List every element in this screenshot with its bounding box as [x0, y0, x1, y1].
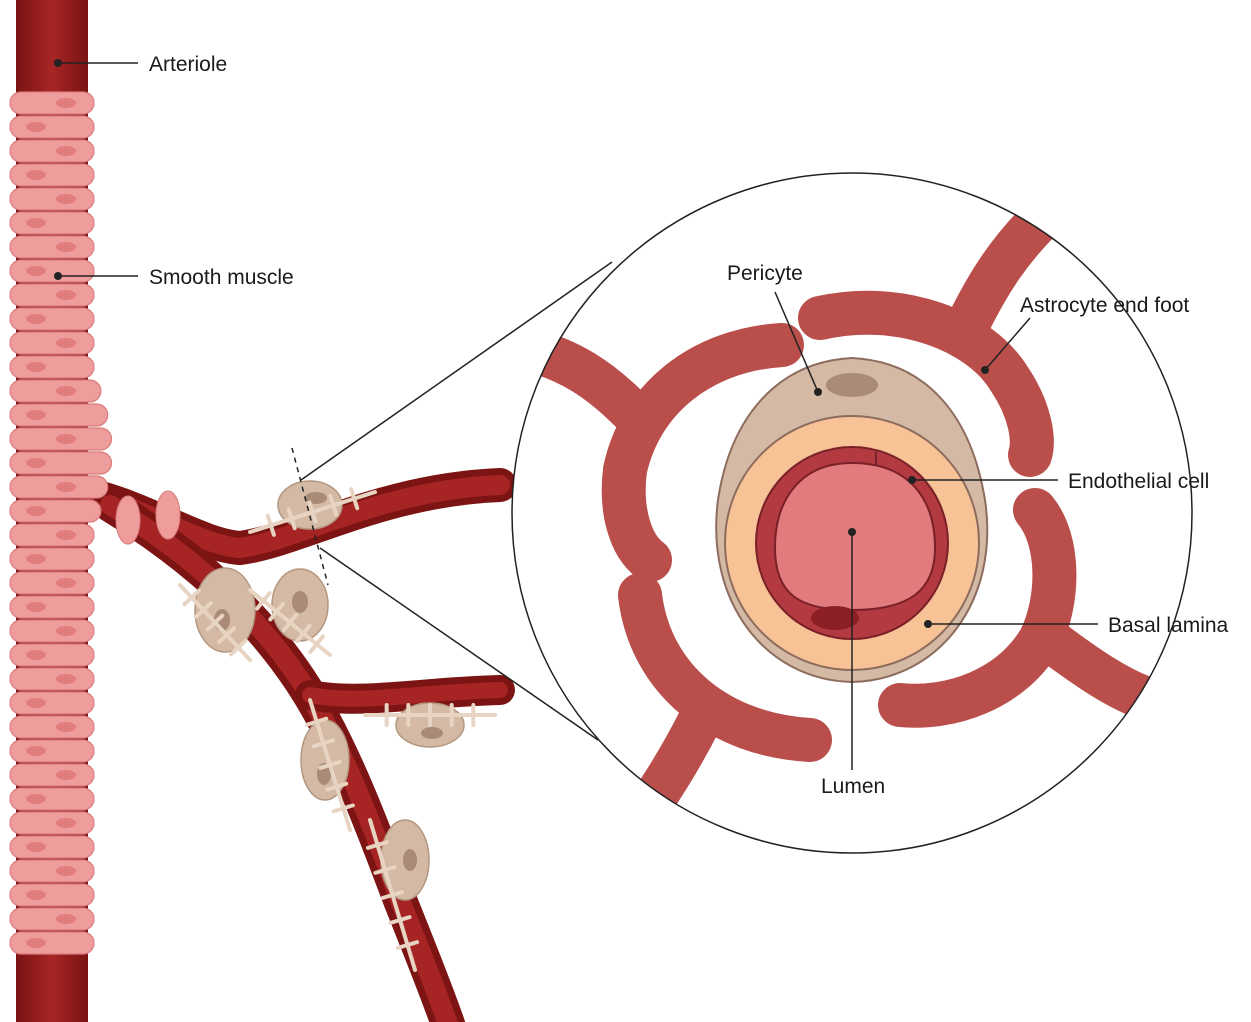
smooth-muscle-cell — [10, 740, 94, 762]
capillary-branches — [90, 485, 500, 1022]
smooth-muscle-nucleus — [56, 194, 76, 204]
smooth-muscle-nucleus — [26, 506, 46, 516]
smooth-muscle-cell — [10, 860, 94, 882]
smooth-muscle-nucleus — [56, 722, 76, 732]
svg-text:Smooth muscle: Smooth muscle — [149, 266, 294, 289]
smooth-muscle-cell — [10, 524, 94, 546]
smooth-muscle-cell — [10, 908, 94, 930]
smooth-muscle-cell — [10, 716, 94, 738]
smooth-muscle-nucleus — [56, 866, 76, 876]
smooth-muscle-cell — [10, 884, 94, 906]
smooth-muscle-cell — [10, 644, 94, 666]
smooth-muscle-cell — [156, 491, 180, 539]
smooth-muscle-nucleus — [26, 266, 46, 276]
smooth-muscle-nucleus — [56, 338, 76, 348]
smooth-muscle-nucleus — [26, 938, 46, 948]
smooth-muscle-cell — [10, 932, 94, 954]
smooth-muscle-cell — [10, 404, 108, 426]
smooth-muscle-nucleus — [26, 794, 46, 804]
smooth-muscle-nucleus — [26, 458, 46, 468]
smooth-muscle-nucleus — [56, 674, 76, 684]
smooth-muscle-nucleus — [26, 554, 46, 564]
smooth-muscle-nucleus — [26, 122, 46, 132]
smooth-muscle-nucleus — [56, 482, 76, 492]
smooth-muscle-nucleus — [56, 434, 76, 444]
smooth-muscle-cell — [10, 620, 94, 642]
smooth-muscle-cell — [10, 668, 94, 690]
svg-text:Arteriole: Arteriole — [149, 53, 227, 76]
smooth-muscle-nucleus — [26, 698, 46, 708]
smooth-muscle-cell — [10, 164, 94, 186]
smooth-muscle-cell — [10, 500, 101, 522]
smooth-muscle-nucleus — [26, 746, 46, 756]
smooth-muscle-nucleus — [26, 170, 46, 180]
smooth-muscle-cell — [10, 788, 94, 810]
lumen-area — [775, 463, 935, 610]
smooth-muscle-nucleus — [26, 602, 46, 612]
smooth-muscle-nucleus — [56, 770, 76, 780]
smooth-muscle-cell — [10, 548, 94, 570]
smooth-muscle-cell — [10, 812, 94, 834]
smooth-muscle-nucleus — [26, 314, 46, 324]
smooth-muscle-nucleus — [56, 98, 76, 108]
svg-text:Basal lamina: Basal lamina — [1108, 614, 1229, 637]
smooth-muscle-cell — [10, 596, 94, 618]
smooth-muscle-cell — [10, 380, 101, 402]
smooth-muscle-cell — [10, 212, 94, 234]
smooth-muscle-cell — [10, 236, 94, 258]
svg-text:Pericyte: Pericyte — [727, 262, 803, 285]
smooth-muscle-nucleus — [56, 146, 76, 156]
smooth-muscle-cell — [10, 572, 94, 594]
smooth-muscle-nucleus — [26, 842, 46, 852]
smooth-muscle-cell — [10, 452, 112, 474]
smooth-muscle-nucleus — [56, 242, 76, 252]
smooth-muscle-nucleus — [56, 818, 76, 828]
smooth-muscle-cell — [10, 836, 94, 858]
smooth-muscle-cell — [10, 356, 94, 378]
svg-text:Endothelial cell: Endothelial cell — [1068, 470, 1209, 493]
smooth-muscle-cell — [10, 116, 94, 138]
smooth-muscle-nucleus — [56, 386, 76, 396]
smooth-muscle-nucleus — [26, 650, 46, 660]
smooth-muscle-cell — [116, 496, 140, 544]
smooth-muscle-nucleus — [26, 890, 46, 900]
smooth-muscle-nucleus — [56, 578, 76, 588]
svg-text:Lumen: Lumen — [821, 775, 885, 798]
smooth-muscle-nucleus — [26, 410, 46, 420]
svg-text:Astrocyte end foot: Astrocyte end foot — [1020, 294, 1189, 317]
smooth-muscle-cell — [10, 260, 94, 282]
smooth-muscle-cell — [10, 764, 94, 786]
smooth-muscle-cell — [10, 188, 94, 210]
smooth-muscle-nucleus — [26, 218, 46, 228]
smooth-muscle-cell — [10, 332, 94, 354]
smooth-muscle-cell — [10, 284, 94, 306]
smooth-muscle-nucleus — [26, 362, 46, 372]
smooth-muscle-cell — [10, 140, 94, 162]
smooth-muscle-nucleus — [56, 626, 76, 636]
smooth-muscle-nucleus — [56, 914, 76, 924]
smooth-muscle-nucleus — [56, 290, 76, 300]
smooth-muscle-cell — [10, 92, 94, 114]
smooth-muscle-cell — [10, 308, 94, 330]
smooth-muscle-nucleus — [56, 530, 76, 540]
smooth-muscle-cell — [10, 692, 94, 714]
